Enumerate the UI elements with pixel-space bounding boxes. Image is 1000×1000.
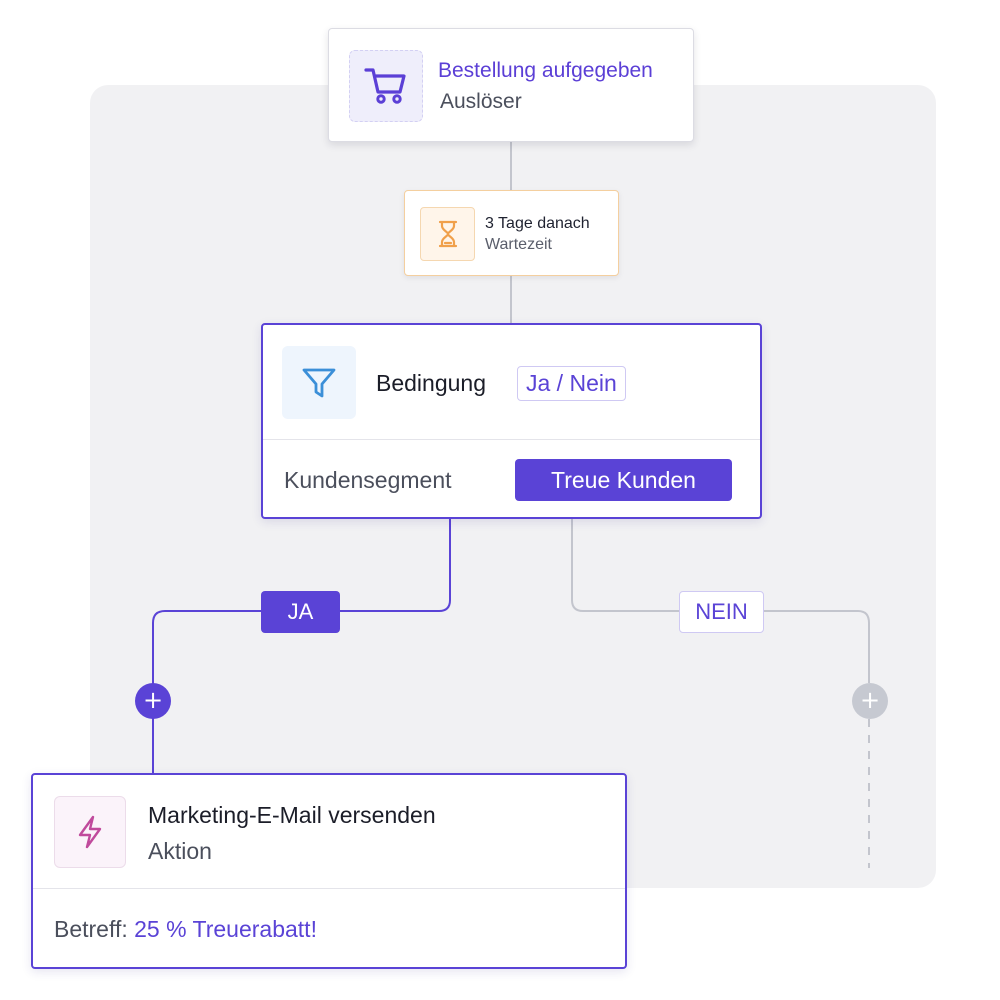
add-step-yes-button[interactable]: +: [135, 683, 171, 719]
action-type-label: Aktion: [148, 838, 212, 864]
condition-title: Bedingung: [376, 370, 486, 396]
condition-divider: [263, 439, 760, 440]
wait-duration: 3 Tage danach: [485, 215, 590, 232]
condition-type-tag: Ja / Nein: [517, 366, 626, 401]
shopping-cart-icon: [349, 50, 423, 122]
action-divider: [33, 888, 625, 889]
action-subject-label: Betreff:: [54, 916, 128, 942]
condition-field-label: Kundensegment: [284, 467, 452, 493]
wait-card[interactable]: 3 Tage danach Wartezeit: [404, 190, 619, 276]
filter-icon: [282, 346, 356, 419]
trigger-title: Bestellung aufgegeben: [438, 59, 653, 82]
condition-card[interactable]: Bedingung Ja / Nein Kundensegment Treue …: [261, 323, 762, 519]
trigger-type-label: Auslöser: [440, 90, 522, 113]
lightning-icon: [54, 796, 126, 868]
branch-no-label: NEIN: [679, 591, 764, 633]
wait-type-label: Wartezeit: [485, 236, 552, 253]
action-subject: Betreff: 25 % Treuerabatt!: [54, 916, 317, 943]
action-card[interactable]: Marketing-E-Mail versenden Aktion Betref…: [31, 773, 627, 969]
branch-yes-label: JA: [261, 591, 340, 633]
action-title: Marketing-E-Mail versenden: [148, 802, 436, 828]
add-step-no-button[interactable]: +: [852, 683, 888, 719]
hourglass-icon: [420, 207, 475, 261]
condition-field-value[interactable]: Treue Kunden: [515, 459, 732, 501]
action-subject-value: 25 % Treuerabatt!: [134, 916, 317, 942]
trigger-card[interactable]: Bestellung aufgegeben Auslöser: [328, 28, 694, 142]
